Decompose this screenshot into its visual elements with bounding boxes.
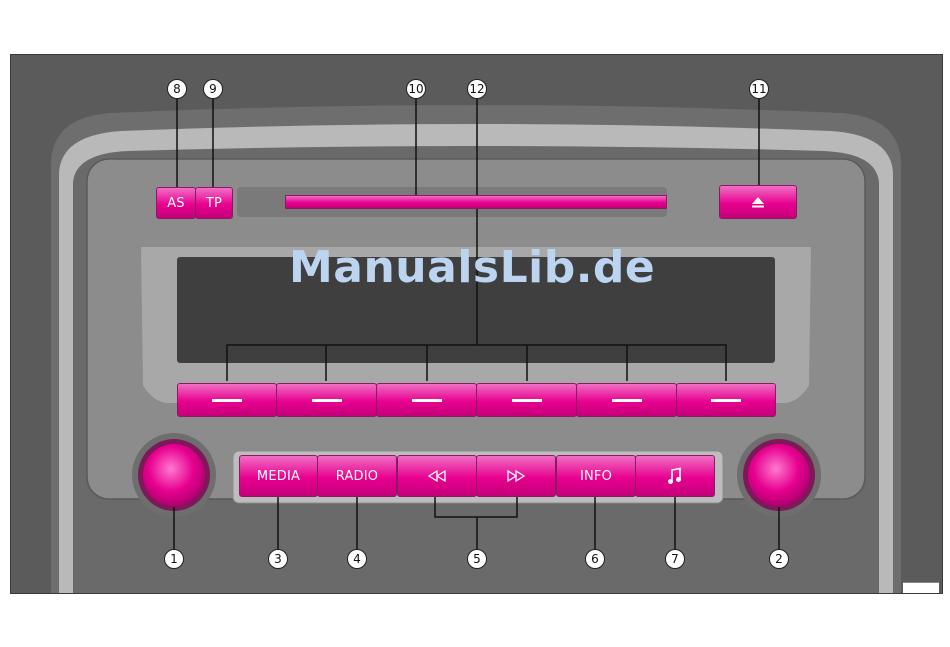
preset-dash (612, 399, 642, 402)
radio-button[interactable]: RADIO (317, 455, 397, 497)
eject-icon (751, 196, 765, 208)
preset-button-2[interactable] (276, 383, 377, 417)
sound-button[interactable] (635, 455, 715, 497)
callout-number: 1 (170, 552, 178, 566)
volume-knob (143, 444, 205, 506)
fast-forward-button[interactable] (476, 455, 556, 497)
callout-number: 4 (353, 552, 361, 566)
radio-label: RADIO (336, 469, 378, 484)
preset-dash (512, 399, 542, 402)
preset-button-5[interactable] (576, 383, 677, 417)
radio-illustration: AS TP MEDIA RADIO INFO 8 9 10 12 11 1 3 … (10, 54, 943, 594)
callout-number: 8 (173, 82, 181, 96)
callout-1: 1 (164, 549, 184, 569)
tp-button[interactable]: TP (195, 187, 233, 219)
music-note-icon (667, 467, 683, 485)
preset-dash (412, 399, 442, 402)
preset-button-6[interactable] (676, 383, 776, 417)
callout-number: 7 (671, 552, 679, 566)
rewind-button[interactable] (397, 455, 477, 497)
media-label: MEDIA (257, 469, 300, 484)
info-button[interactable]: INFO (556, 455, 636, 497)
as-label: AS (167, 196, 185, 211)
preset-button-3[interactable] (376, 383, 477, 417)
preset-button-4[interactable] (476, 383, 577, 417)
callout-number: 5 (473, 552, 481, 566)
callout-5: 5 (467, 549, 487, 569)
as-button[interactable]: AS (156, 187, 196, 219)
media-button[interactable]: MEDIA (239, 455, 318, 497)
callout-2: 2 (769, 549, 789, 569)
rewind-icon (427, 470, 447, 482)
tp-label: TP (206, 196, 222, 211)
callout-11: 11 (749, 79, 769, 99)
callout-number: 9 (209, 82, 217, 96)
watermark: ManualsLib.de (289, 242, 655, 293)
preset-button-1[interactable] (177, 383, 277, 417)
fast-forward-icon (506, 470, 526, 482)
cd-slot[interactable] (285, 195, 667, 209)
callout-number: 6 (591, 552, 599, 566)
callout-3: 3 (268, 549, 288, 569)
info-label: INFO (580, 469, 612, 484)
callout-number: 12 (469, 82, 484, 96)
corner-tab (903, 582, 939, 593)
callout-number: 3 (274, 552, 282, 566)
callout-6: 6 (585, 549, 605, 569)
callout-number: 10 (408, 82, 423, 96)
eject-button[interactable] (719, 185, 797, 219)
callout-number: 2 (775, 552, 783, 566)
callout-8: 8 (167, 79, 187, 99)
preset-dash (711, 399, 741, 402)
callout-12: 12 (467, 79, 487, 99)
callout-number: 11 (751, 82, 766, 96)
callout-10: 10 (406, 79, 426, 99)
callout-4: 4 (347, 549, 367, 569)
radio-drawing (11, 55, 942, 593)
preset-dash (212, 399, 242, 402)
preset-dash (312, 399, 342, 402)
callout-7: 7 (665, 549, 685, 569)
callout-9: 9 (203, 79, 223, 99)
tune-knob (748, 444, 810, 506)
